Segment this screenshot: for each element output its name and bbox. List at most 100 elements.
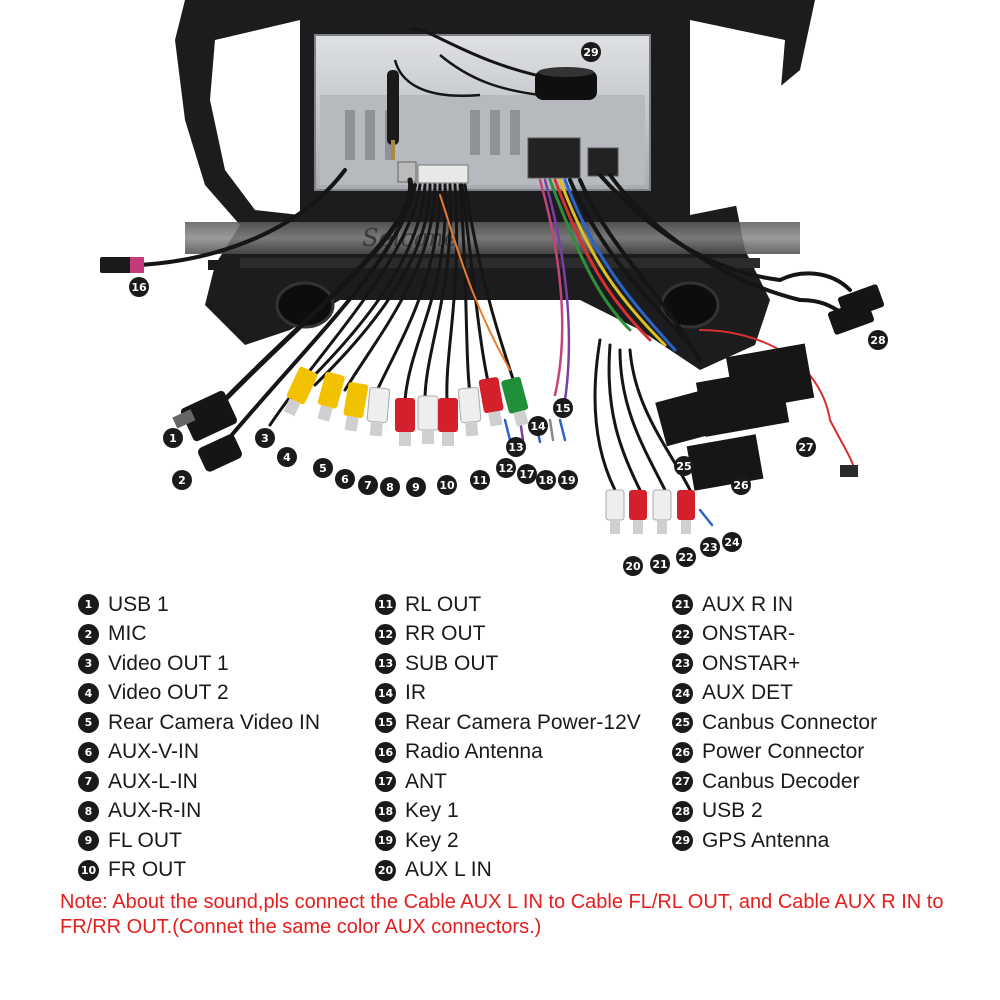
callout-4: 4 [277, 447, 297, 467]
legend-label: FL OUT [108, 828, 182, 852]
callout-25: 25 [674, 456, 694, 476]
legend-label: Key 2 [405, 828, 459, 852]
svg-text:14: 14 [530, 420, 546, 433]
svg-text:11: 11 [472, 474, 487, 487]
legend-number: 6 [78, 741, 99, 763]
callout-18: 18 [536, 470, 556, 490]
callout-15: 15 [553, 398, 573, 418]
callout-26: 26 [731, 475, 751, 495]
svg-text:26: 26 [733, 479, 749, 492]
legend-item-25: 25 Canbus Connector [672, 708, 972, 738]
svg-text:7: 7 [364, 479, 372, 492]
legend-number: 11 [375, 594, 396, 616]
legend-label: AUX-L-IN [108, 769, 198, 793]
callout-3: 3 [255, 428, 275, 448]
legend-label: FR OUT [108, 858, 187, 882]
svg-text:28: 28 [870, 334, 885, 347]
wiring-diagram: Seicane [100, 0, 888, 576]
legend-number: 5 [78, 712, 99, 734]
legend-label: USB 2 [702, 799, 763, 823]
legend-number: 15 [375, 712, 396, 734]
rca-plugs [283, 366, 695, 534]
legend-number: 26 [672, 741, 693, 763]
svg-text:1: 1 [169, 432, 177, 445]
legend-label: ONSTAR+ [702, 651, 801, 675]
callout-8: 8 [380, 477, 400, 497]
svg-text:16: 16 [131, 281, 147, 294]
legend-number: 13 [375, 653, 396, 675]
legend-label: Power Connector [702, 740, 865, 764]
legend-label: Canbus Decoder [702, 769, 860, 793]
legend-item-26: 26 Power Connector [672, 738, 972, 768]
callout-14: 14 [528, 416, 548, 436]
legend-item-29: 29 GPS Antenna [672, 826, 972, 856]
svg-text:23: 23 [702, 541, 717, 554]
callout-10: 10 [437, 475, 457, 495]
svg-text:25: 25 [676, 460, 691, 473]
legend-item-15: 15 Rear Camera Power-12V [375, 708, 675, 738]
callout-20: 20 [623, 556, 643, 576]
callout-19: 19 [558, 470, 578, 490]
svg-text:13: 13 [508, 441, 523, 454]
legend-number: 29 [672, 830, 693, 852]
svg-text:12: 12 [498, 462, 513, 475]
legend-item-10: 10 FR OUT [78, 856, 378, 886]
svg-text:3: 3 [261, 432, 269, 445]
legend-label: SUB OUT [405, 651, 499, 675]
head-unit-chassis [314, 34, 651, 191]
legend-label: Radio Antenna [405, 740, 543, 764]
wifi-antenna [387, 70, 399, 160]
legend-number: 25 [672, 712, 693, 734]
legend-label: Video OUT 1 [108, 651, 229, 675]
legend-label: RL OUT [405, 592, 482, 616]
usb2-connectors [828, 284, 884, 335]
legend-label: ANT [405, 769, 447, 793]
legend-item-11: 11 RL OUT [375, 590, 675, 620]
legend-number: 10 [78, 859, 99, 881]
usb1-connector [172, 390, 238, 442]
legend-label: AUX-R-IN [108, 799, 202, 823]
legend-label: USB 1 [108, 592, 169, 616]
legend-label: AUX DET [702, 681, 794, 705]
legend-number: 23 [672, 653, 693, 675]
legend-label: ONSTAR- [702, 622, 795, 646]
legend-label: Rear Camera Power-12V [405, 710, 641, 734]
legend-label: AUX-V-IN [108, 740, 200, 764]
svg-text:17: 17 [519, 468, 534, 481]
legend-number: 20 [375, 859, 396, 881]
legend-number: 7 [78, 771, 99, 793]
callout-13: 13 [506, 437, 526, 457]
legend-number: 4 [78, 682, 99, 704]
svg-text:29: 29 [583, 46, 598, 59]
svg-text:2: 2 [178, 474, 186, 487]
legend-number: 12 [375, 623, 396, 645]
legend-item-7: 7 AUX-L-IN [78, 767, 378, 797]
callout-2: 2 [172, 470, 192, 490]
legend-label: GPS Antenna [702, 828, 830, 852]
svg-text:20: 20 [625, 560, 641, 573]
legend-number: 21 [672, 594, 693, 616]
callout-22: 22 [676, 547, 696, 567]
callout-16: 16 [129, 277, 149, 297]
watermark-bar: Seicane [185, 222, 800, 254]
gps-antenna [393, 27, 597, 100]
svg-text:21: 21 [652, 558, 667, 571]
legend-label: MIC [108, 622, 147, 646]
legend-label: Canbus Connector [702, 710, 878, 734]
